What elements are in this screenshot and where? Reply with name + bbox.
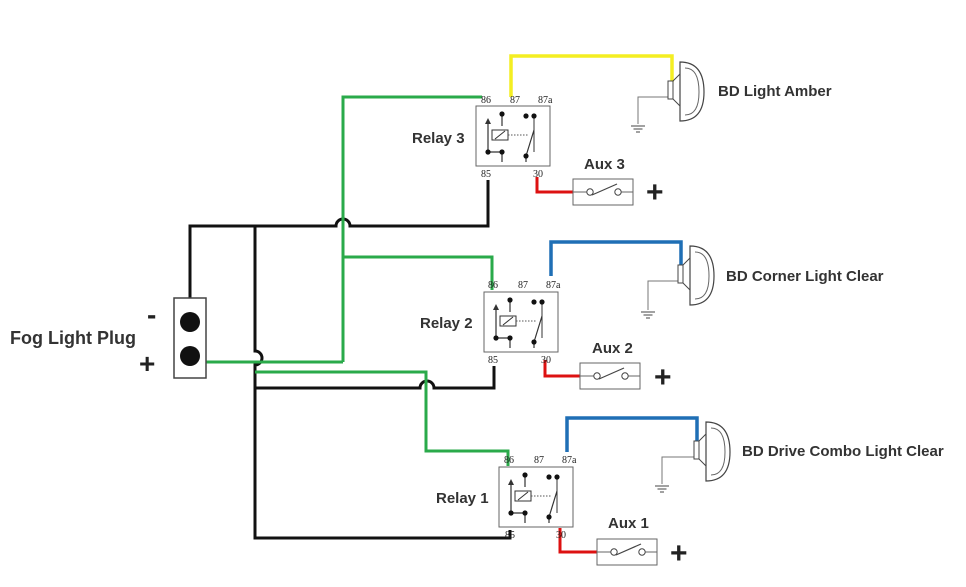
relay-3-pin-86: 86 <box>481 95 491 106</box>
relay-1-pin-30: 30 <box>556 530 566 541</box>
light-drive-combo-clear: BD Drive Combo Light Clear <box>693 421 944 482</box>
relay-3-label: Relay 3 <box>412 130 465 147</box>
relay-1: Relay 1 86 87 87a 85 30 <box>436 455 577 541</box>
aux-1: Aux 1 + <box>596 515 688 570</box>
relay-2-pin-87a: 87a <box>546 280 561 291</box>
ground-icon <box>654 485 670 493</box>
plug-plus-symbol: + <box>139 348 155 379</box>
relay-2-pin-85: 85 <box>488 355 498 366</box>
battery-wires <box>535 177 597 554</box>
relay-icon <box>475 105 551 167</box>
aux-2-label: Aux 2 <box>592 340 633 357</box>
ground-icon <box>640 311 656 319</box>
relay-2-label: Relay 2 <box>420 315 473 332</box>
relay-3-pin-30: 30 <box>533 169 543 180</box>
ground-icon <box>630 125 646 133</box>
aux-1-plus: + <box>670 537 688 570</box>
relay-1-label: Relay 1 <box>436 490 489 507</box>
relay-1-pin-85: 85 <box>505 530 515 541</box>
relay-icon <box>498 466 574 528</box>
relay-icon <box>483 291 559 353</box>
aux-3: Aux 3 + <box>572 156 664 209</box>
headlight-icon <box>677 245 715 306</box>
relay-1-pin-87a: 87a <box>562 455 577 466</box>
relay-1-pin-87: 87 <box>534 455 544 466</box>
relay-3-pin-85: 85 <box>481 169 491 180</box>
light-corner-clear: BD Corner Light Clear <box>677 245 884 306</box>
switch-icon <box>596 538 658 566</box>
fog-light-plug <box>173 297 207 379</box>
ground-wires <box>188 180 512 540</box>
switch-icon <box>572 178 634 206</box>
switch-icon <box>579 362 641 390</box>
aux-1-label: Aux 1 <box>608 515 649 532</box>
light-amber: BD Light Amber <box>667 61 832 122</box>
light-amber-label: BD Light Amber <box>718 83 832 100</box>
relay-2-pin-30: 30 <box>541 355 551 366</box>
plug-minus-symbol: - <box>147 299 156 330</box>
relay-3-pin-87: 87 <box>510 95 520 106</box>
relay-2-pin-86: 86 <box>488 280 498 291</box>
aux-2-plus: + <box>654 361 672 394</box>
light-drive-combo-clear-label: BD Drive Combo Light Clear <box>742 443 944 460</box>
light-corner-clear-label: BD Corner Light Clear <box>726 268 884 285</box>
aux-3-label: Aux 3 <box>584 156 625 173</box>
relay-3: Relay 3 86 87 87a 85 30 <box>412 95 553 180</box>
relay-2-pin-87: 87 <box>518 280 528 291</box>
light-wires <box>509 54 699 452</box>
relay-1-pin-86: 86 <box>504 455 514 466</box>
aux-3-plus: + <box>646 176 664 209</box>
lamp-ground-leads <box>637 96 694 484</box>
fog-light-plug-label: Fog Light Plug <box>10 328 136 348</box>
headlight-icon <box>693 421 731 482</box>
trigger-wires <box>205 95 510 466</box>
relay-3-pin-87a: 87a <box>538 95 553 106</box>
relay-2: Relay 2 86 87 87a 85 30 <box>420 280 561 366</box>
aux-2: Aux 2 + <box>579 340 672 394</box>
